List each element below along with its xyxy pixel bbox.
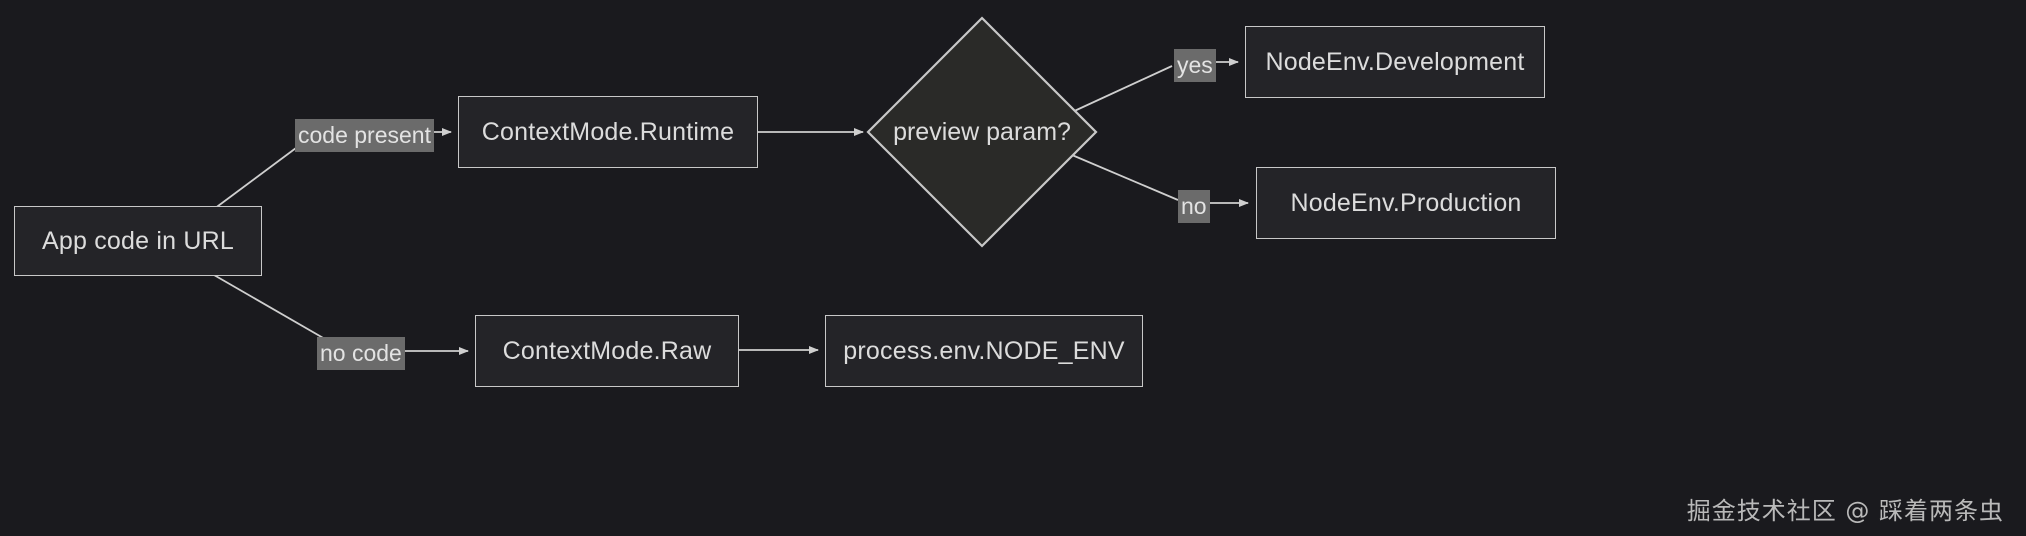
node-nodeenv-production-label: NodeEnv.Production: [1290, 188, 1522, 217]
node-app-code-in-url[interactable]: App code in URL: [14, 206, 262, 276]
edge-label-yes: yes: [1174, 49, 1216, 82]
watermark: 掘金技术社区 @ 踩着两条虫: [1686, 497, 2004, 525]
node-process-env-node-env[interactable]: process.env.NODE_ENV: [825, 315, 1143, 387]
edge-label-no: no: [1178, 190, 1210, 223]
node-nodeenv-development-label: NodeEnv.Development: [1265, 47, 1525, 76]
edge-label-no-code: no code: [317, 337, 405, 370]
node-app-code-in-url-label: App code in URL: [41, 226, 234, 255]
node-nodeenv-production[interactable]: NodeEnv.Production: [1256, 167, 1556, 239]
node-nodeenv-development[interactable]: NodeEnv.Development: [1245, 26, 1545, 98]
node-preview-param-decision[interactable]: preview param?: [866, 16, 1098, 248]
node-contextmode-raw-label: ContextMode.Raw: [502, 336, 712, 365]
diamond-shape-icon: [866, 16, 1098, 248]
node-preview-param-label: preview param?: [893, 117, 1071, 146]
edge-appcode-to-nocode: [213, 274, 326, 340]
node-contextmode-runtime[interactable]: ContextMode.Runtime: [458, 96, 758, 168]
node-contextmode-runtime-label: ContextMode.Runtime: [481, 117, 735, 146]
edge-label-code-present: code present: [295, 119, 434, 152]
edge-appcode-to-runtime: [213, 147, 297, 210]
node-contextmode-raw[interactable]: ContextMode.Raw: [475, 315, 739, 387]
node-process-env-node-env-label: process.env.NODE_ENV: [843, 336, 1125, 365]
